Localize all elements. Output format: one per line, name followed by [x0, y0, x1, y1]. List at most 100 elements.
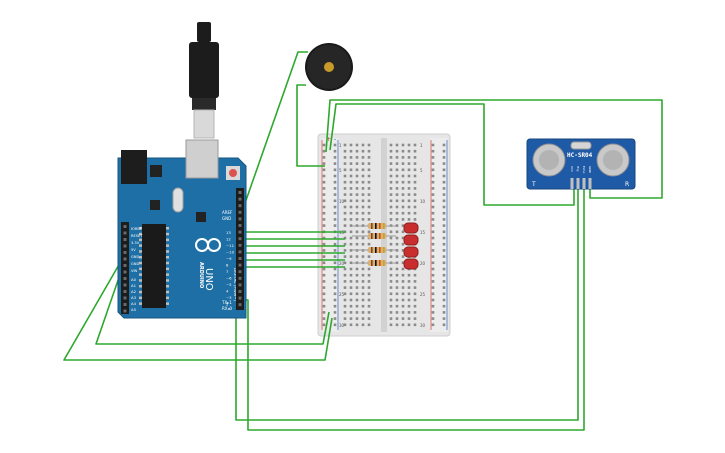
breadboard-hole[interactable]: [343, 236, 347, 240]
breadboard-hole[interactable]: [361, 323, 365, 327]
breadboard-hole[interactable]: [349, 199, 353, 203]
breadboard-hole[interactable]: [361, 174, 365, 178]
breadboard-hole[interactable]: [343, 193, 347, 196]
breadboard-hole[interactable]: [333, 317, 337, 320]
breadboard-hole[interactable]: [413, 323, 417, 327]
breadboard-hole[interactable]: [355, 317, 359, 320]
breadboard-hole[interactable]: [431, 304, 435, 308]
breadboard-hole[interactable]: [442, 180, 446, 184]
breadboard-hole[interactable]: [389, 193, 393, 196]
breadboard-hole[interactable]: [389, 273, 393, 277]
breadboard-hole[interactable]: [442, 162, 446, 165]
header-pin[interactable]: [238, 290, 242, 293]
breadboard-hole[interactable]: [367, 156, 371, 159]
breadboard-hole[interactable]: [413, 162, 417, 165]
breadboard-hole[interactable]: [349, 261, 353, 265]
breadboard-hole[interactable]: [349, 193, 353, 196]
breadboard-hole[interactable]: [355, 311, 359, 314]
breadboard-hole[interactable]: [367, 323, 371, 327]
sensor-pin[interactable]: [582, 178, 586, 189]
breadboard-hole[interactable]: [349, 230, 353, 234]
breadboard-hole[interactable]: [431, 156, 435, 159]
breadboard-hole[interactable]: [322, 143, 326, 147]
breadboard-hole[interactable]: [367, 168, 371, 172]
breadboard-hole[interactable]: [431, 162, 435, 165]
breadboard-hole[interactable]: [407, 298, 411, 302]
breadboard-hole[interactable]: [442, 174, 446, 178]
breadboard-hole[interactable]: [355, 199, 359, 203]
breadboard-hole[interactable]: [401, 156, 405, 159]
header-pin[interactable]: [123, 290, 127, 293]
breadboard-hole[interactable]: [401, 199, 405, 203]
breadboard-hole[interactable]: [333, 193, 337, 196]
breadboard-hole[interactable]: [349, 149, 353, 153]
header-pin[interactable]: [238, 210, 242, 214]
led-icon[interactable]: [403, 234, 419, 246]
breadboard-hole[interactable]: [407, 162, 411, 165]
breadboard-hole[interactable]: [333, 311, 337, 314]
breadboard-hole[interactable]: [361, 298, 365, 302]
breadboard-hole[interactable]: [389, 280, 393, 283]
breadboard-hole[interactable]: [389, 174, 393, 178]
breadboard-hole[interactable]: [333, 211, 337, 215]
breadboard-hole[interactable]: [361, 156, 365, 159]
breadboard-hole[interactable]: [442, 273, 446, 277]
breadboard-hole[interactable]: [395, 242, 399, 246]
breadboard-hole[interactable]: [361, 162, 365, 165]
breadboard-hole[interactable]: [395, 236, 399, 240]
breadboard-hole[interactable]: [349, 255, 353, 258]
breadboard-hole[interactable]: [367, 292, 371, 296]
breadboard-hole[interactable]: [413, 311, 417, 314]
breadboard-hole[interactable]: [367, 286, 371, 289]
header-pin[interactable]: [238, 270, 242, 274]
breadboard-hole[interactable]: [355, 236, 359, 240]
breadboard-hole[interactable]: [343, 273, 347, 277]
breadboard-hole[interactable]: [401, 273, 405, 277]
breadboard-hole[interactable]: [395, 292, 399, 296]
breadboard-hole[interactable]: [367, 193, 371, 196]
breadboard-hole[interactable]: [333, 199, 337, 203]
sensor-pin[interactable]: [576, 178, 580, 189]
breadboard-hole[interactable]: [395, 280, 399, 283]
breadboard-hole[interactable]: [407, 187, 411, 190]
breadboard-hole[interactable]: [333, 267, 337, 271]
breadboard-hole[interactable]: [343, 323, 347, 327]
breadboard-hole[interactable]: [431, 261, 435, 265]
breadboard-hole[interactable]: [343, 143, 347, 147]
breadboard-hole[interactable]: [407, 311, 411, 314]
breadboard-hole[interactable]: [407, 149, 411, 153]
breadboard-hole[interactable]: [395, 174, 399, 178]
breadboard-hole[interactable]: [401, 255, 405, 258]
breadboard-hole[interactable]: [322, 149, 326, 153]
breadboard-hole[interactable]: [431, 149, 435, 153]
breadboard-hole[interactable]: [395, 323, 399, 327]
led-icon[interactable]: [403, 222, 419, 234]
breadboard-hole[interactable]: [442, 280, 446, 283]
breadboard-hole[interactable]: [401, 323, 405, 327]
breadboard-hole[interactable]: [361, 304, 365, 308]
breadboard-hole[interactable]: [389, 211, 393, 215]
breadboard-hole[interactable]: [442, 292, 446, 296]
breadboard-hole[interactable]: [367, 162, 371, 165]
breadboard-hole[interactable]: [431, 143, 435, 147]
breadboard-hole[interactable]: [349, 280, 353, 283]
breadboard-hole[interactable]: [361, 211, 365, 215]
breadboard-hole[interactable]: [361, 286, 365, 289]
breadboard-hole[interactable]: [343, 211, 347, 215]
breadboard-hole[interactable]: [343, 298, 347, 302]
breadboard-hole[interactable]: [395, 267, 399, 271]
breadboard-hole[interactable]: [442, 211, 446, 215]
breadboard-hole[interactable]: [401, 218, 405, 221]
breadboard-hole[interactable]: [333, 292, 337, 296]
breadboard-hole[interactable]: [349, 211, 353, 215]
breadboard-hole[interactable]: [401, 180, 405, 184]
breadboard-hole[interactable]: [343, 218, 347, 221]
breadboard-hole[interactable]: [343, 311, 347, 314]
breadboard-hole[interactable]: [367, 230, 371, 234]
breadboard-hole[interactable]: [349, 205, 353, 209]
breadboard-hole[interactable]: [431, 187, 435, 190]
breadboard-hole[interactable]: [407, 323, 411, 327]
breadboard-hole[interactable]: [349, 267, 353, 271]
breadboard-hole[interactable]: [367, 174, 371, 178]
header-pin[interactable]: [123, 251, 127, 254]
